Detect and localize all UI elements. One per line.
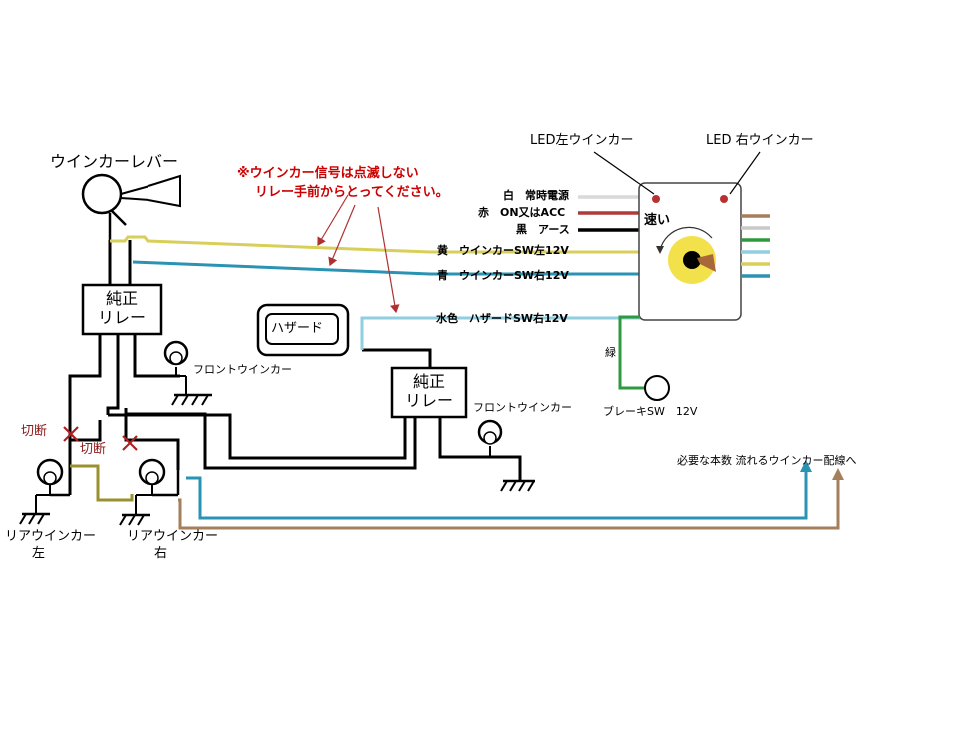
hazard-switch-icon <box>256 303 350 357</box>
controller-output-wires <box>741 214 770 278</box>
relay-1-label: 純正 リレー <box>83 289 161 327</box>
cut-label-1: 切断 <box>21 424 48 439</box>
blue-wire <box>132 260 640 276</box>
relay-2-output <box>438 417 522 480</box>
needed-wiring-label: 必要な本数 流れるウインカー配線へ <box>677 454 857 467</box>
blue-output-wire <box>186 470 808 520</box>
note-arrows <box>317 194 400 314</box>
note-line-1: ※ウインカー信号は点滅しない <box>237 166 419 181</box>
front-blinker-2-icon <box>477 419 535 492</box>
hazard-label: ハザード <box>271 321 324 336</box>
rear-blinker-left-icon <box>19 458 70 525</box>
rear-right-line-2: 右 <box>154 546 168 561</box>
wire-label-light-blue: 水色 ハザードSW右12V <box>436 312 568 325</box>
relay-1-line-2: リレー <box>97 308 146 327</box>
cut-label-2: 切断 <box>80 442 107 457</box>
led-right-label: LED 右ウインカー <box>706 133 814 148</box>
speed-label: 速い <box>644 213 671 228</box>
relay-1-box <box>81 283 163 336</box>
rear-left-line-1: リアウインカー <box>5 529 97 544</box>
relay-2-line-2: リレー <box>404 391 453 410</box>
lever-label: ウインカーレバー <box>50 152 179 171</box>
controller-input-wires <box>578 195 640 232</box>
rear-left-line-2: 左 <box>32 546 46 561</box>
wire-label-blue: 青 ウインカーSW右12V <box>437 269 569 282</box>
yellow-wire <box>110 235 640 254</box>
front-blinker-1-icon <box>163 340 212 406</box>
brake-sw-label: ブレーキSW 12V <box>603 405 698 418</box>
relay-2-box <box>390 366 468 419</box>
front-blinker-1-label: フロントウインカー <box>193 363 292 376</box>
relay-1-line-1: 純正 <box>105 289 138 308</box>
wire-label-black: 黒 アース <box>516 223 570 236</box>
green-wire <box>618 315 645 390</box>
hazard-wire <box>362 348 432 368</box>
olive-wire <box>70 464 134 502</box>
relay-2-line-1: 純正 <box>412 372 445 391</box>
rear-blinker-right-icon <box>119 458 180 526</box>
front-blinker-2-label: フロントウインカー <box>473 401 572 414</box>
lever-wires <box>108 240 132 285</box>
rear-right-line-1: リアウインカー <box>127 529 219 544</box>
relay-2-label: 純正 リレー <box>392 372 466 410</box>
led-left-label: LED左ウインカー <box>530 133 634 148</box>
relay-1-outputs <box>68 334 417 495</box>
cut-marks <box>63 426 138 451</box>
note-line-2: リレー手前からとってください。 <box>255 185 449 200</box>
wire-label-yellow: 黄 ウインカーSW左12V <box>437 244 569 257</box>
green-wire-label: 緑 <box>605 346 616 359</box>
brown-output-wire <box>178 478 840 530</box>
led-controller-box <box>638 182 742 321</box>
brake-switch-icon <box>644 375 670 401</box>
wire-label-red: 赤 ON又はACC <box>478 206 566 219</box>
blinker-lever-icon <box>81 173 181 240</box>
wire-label-white: 白 常時電源 <box>503 189 569 202</box>
